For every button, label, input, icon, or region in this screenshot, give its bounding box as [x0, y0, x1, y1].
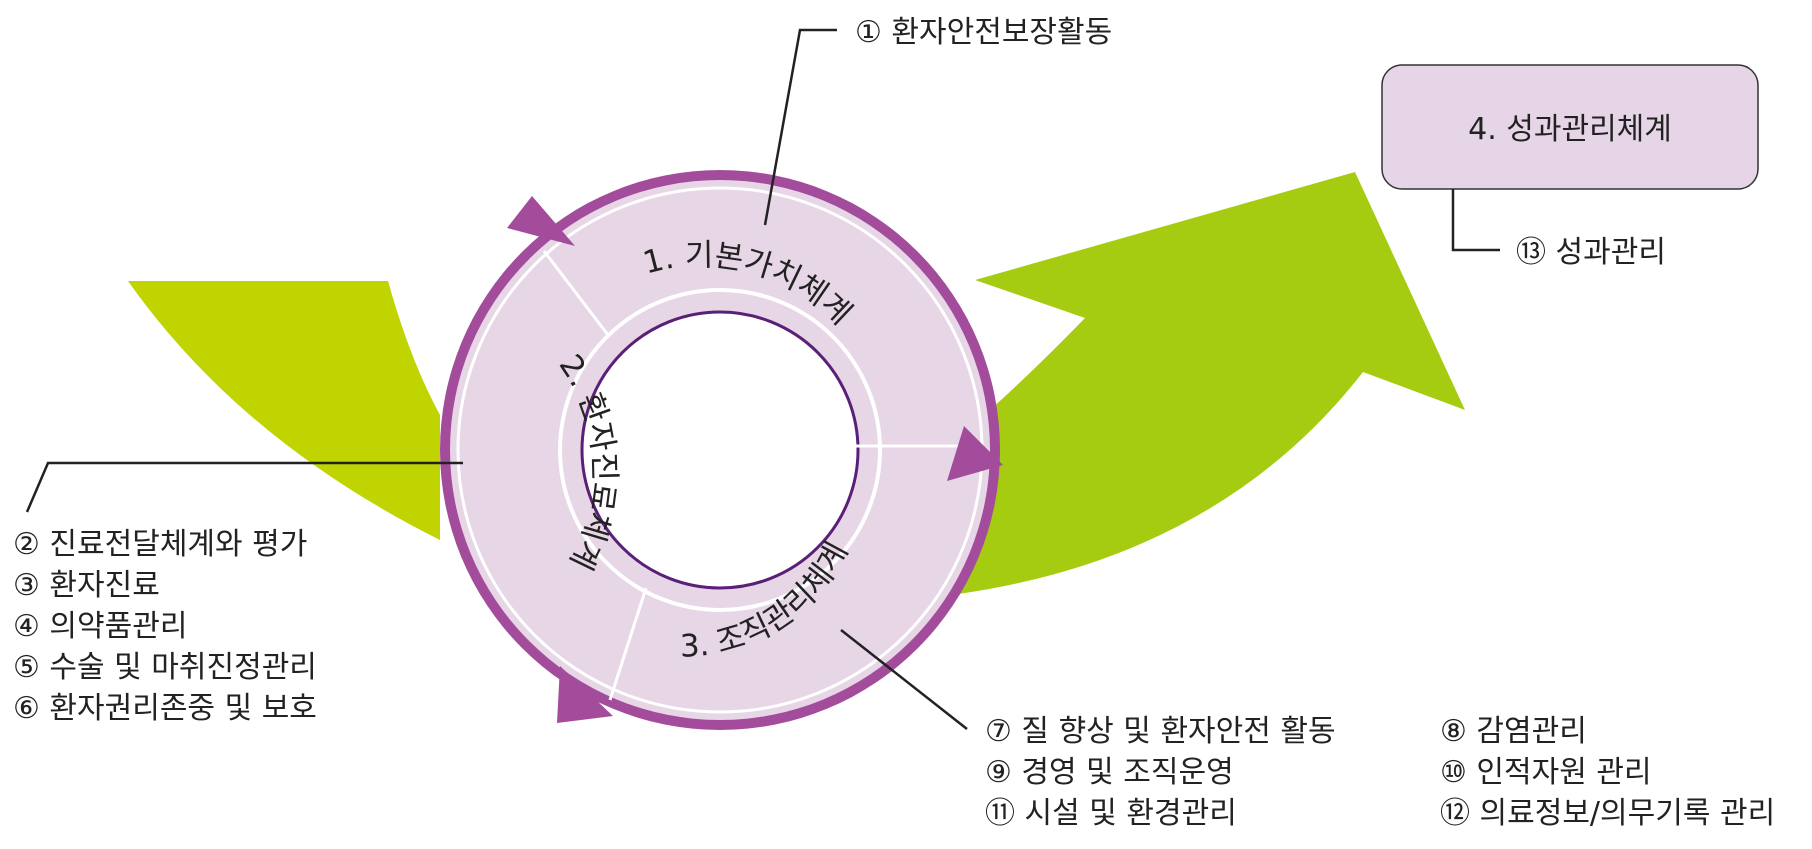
bottom-right-label-list: ⑧ 감염관리 ⑩ 인적자원 관리 ⑫ 의료정보/의무기록 관리: [1440, 714, 1775, 831]
performance-box: [1381, 64, 1759, 190]
list-item: ③ 환자진료: [13, 568, 160, 603]
bottom-left-label-list: ⑦ 질 향상 및 환자안전 활동 ⑨ 경영 및 조직운영 ⑪ 시설 및 환경관리: [985, 714, 1336, 831]
leader-line-bottom: [840, 629, 968, 730]
list-item: ⑧ 감염관리: [1440, 714, 1587, 749]
segment-divider-1: [542, 250, 610, 336]
ring-inner-circle: [580, 310, 860, 590]
cycle-arrowhead-right: [947, 426, 1003, 481]
flow-arrow-left: [128, 281, 440, 540]
list-item: ⑫ 의료정보/의무기록 관리: [1440, 796, 1775, 831]
leader-line-13: [1451, 189, 1500, 252]
label-item-13: ⑬ 성과관리: [1516, 235, 1666, 270]
list-item: ⑤ 수술 및 마취진정관리: [13, 650, 317, 685]
cycle-arrowhead-top: [507, 196, 575, 246]
cycle-arrowhead-bottom: [557, 666, 613, 723]
flow-arrow-right: [905, 172, 1465, 600]
segment-divider-3: [608, 587, 648, 701]
leader-line-left: [25, 461, 463, 513]
ring-inner-white-band: [558, 288, 882, 612]
label-item-1: ① 환자안전보장활동: [855, 15, 1112, 50]
list-item: ⑩ 인적자원 관리: [1440, 755, 1652, 790]
leader-line-1: [763, 28, 837, 226]
list-item: ⑦ 질 향상 및 환자안전 활동: [985, 714, 1336, 749]
performance-box-title: 4. 성과관리체계: [1468, 112, 1672, 147]
list-item: ② 진료전달체계와 평가: [13, 527, 307, 562]
left-label-list: ② 진료전달체계와 평가 ③ 환자진료 ④ 의약품관리 ⑤ 수술 및 마취진정관…: [13, 527, 317, 726]
list-item: ⑨ 경영 및 조직운영: [985, 755, 1234, 790]
list-item: ④ 의약품관리: [13, 609, 187, 644]
list-item: ⑪ 시설 및 환경관리: [985, 796, 1237, 831]
list-item: ⑥ 환자권리존중 및 보호: [13, 691, 317, 726]
